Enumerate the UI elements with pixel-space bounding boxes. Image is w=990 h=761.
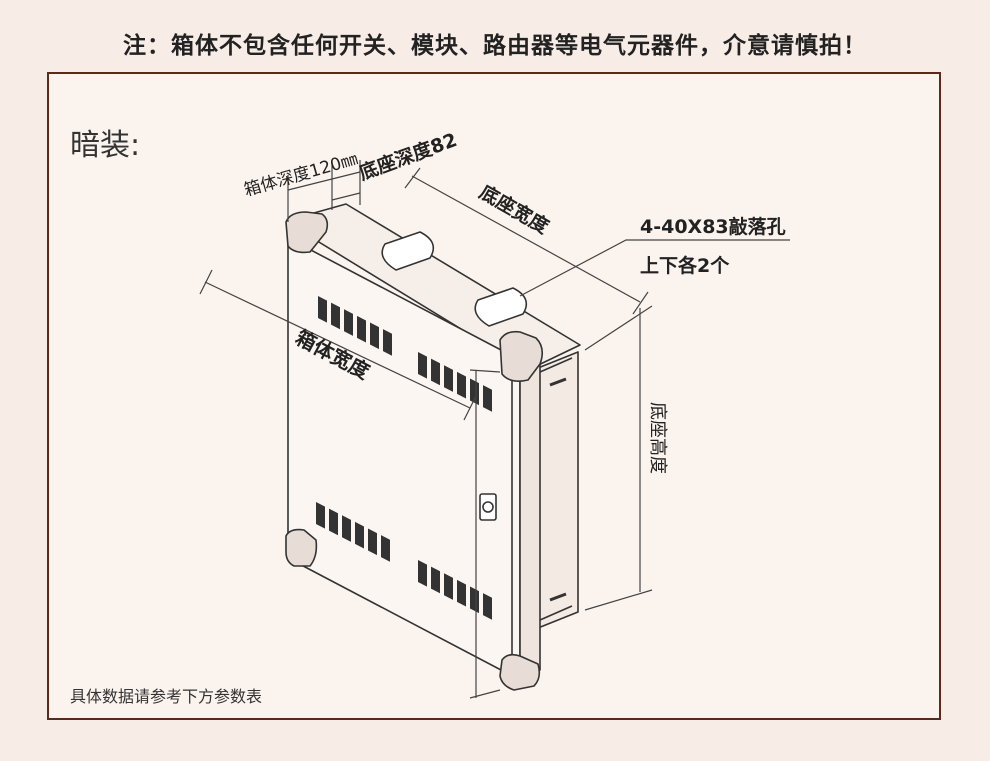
knockout-hole-1 [381,231,435,271]
knockout-label-line1: 4-40X83敲落孔 [640,215,786,238]
install-label: 暗装: [70,128,141,163]
corner-cap-br [499,653,541,691]
box-right-side [519,351,541,681]
footnote-text: 具体数据请参考下方参数表 [70,687,263,706]
knockout-hole-2 [474,287,528,327]
base-height-label: 底座高度 [647,402,668,474]
corner-cap-bl [285,528,318,567]
base-width-label: 底座宽度 [476,180,554,238]
knockout-label-line2: 上下各2个 [640,254,730,277]
vent-slots [316,296,492,620]
base-depth-label: 底座深度82 [356,128,460,185]
lock-icon [479,493,497,521]
box-depth-label: 箱体深度120㎜ [242,149,360,201]
notice-text: 注：箱体不包含任何开关、模块、路由器等电气元器件，介意请慎拍！ [123,33,867,59]
corner-cap-tr [499,330,544,382]
corner-cap-tl [285,211,329,254]
